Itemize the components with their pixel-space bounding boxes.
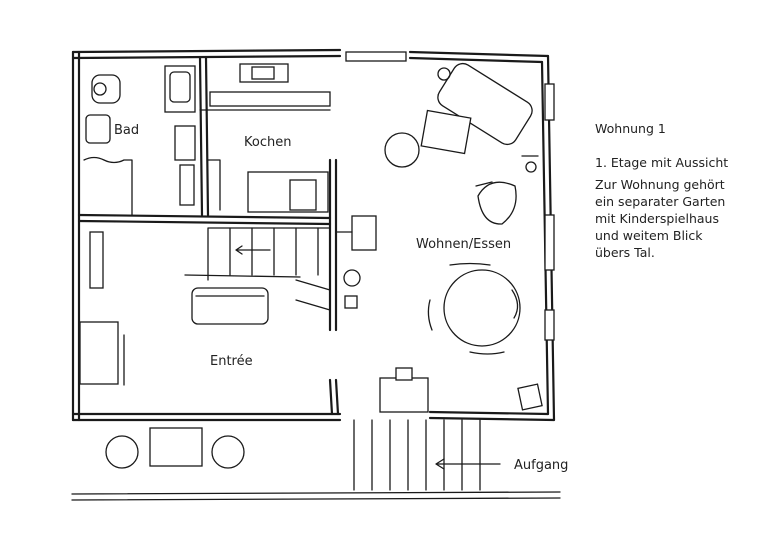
label-wohnen: Wohnen/Essen (416, 237, 511, 252)
info-title: Wohnung 1 (595, 121, 666, 136)
label-bad: Bad (114, 123, 139, 138)
info-subtitle: 1. Etage mit Aussicht (595, 155, 729, 170)
label-aufgang: Aufgang (514, 458, 568, 473)
label-kochen: Kochen (244, 135, 291, 150)
bathroom-fixtures (79, 74, 133, 386)
staircase (184, 227, 331, 311)
info-header: Wohnung 1 1. Etage mit Aussicht (595, 103, 728, 188)
stove (335, 215, 377, 309)
label-entree: Entrée (210, 354, 253, 369)
corner-items (379, 367, 543, 413)
stairs-up (353, 419, 501, 491)
info-description: Zur Wohnung gehört ein separater Garten … (595, 177, 726, 260)
entree-bench (191, 287, 269, 325)
windows (89, 51, 555, 341)
entrance-seating (105, 427, 245, 469)
dining-table (427, 262, 521, 355)
living-furniture (384, 62, 539, 225)
kitchen-fixtures (164, 63, 331, 213)
terrace-lines (71, 491, 561, 501)
interior-walls (77, 56, 340, 416)
